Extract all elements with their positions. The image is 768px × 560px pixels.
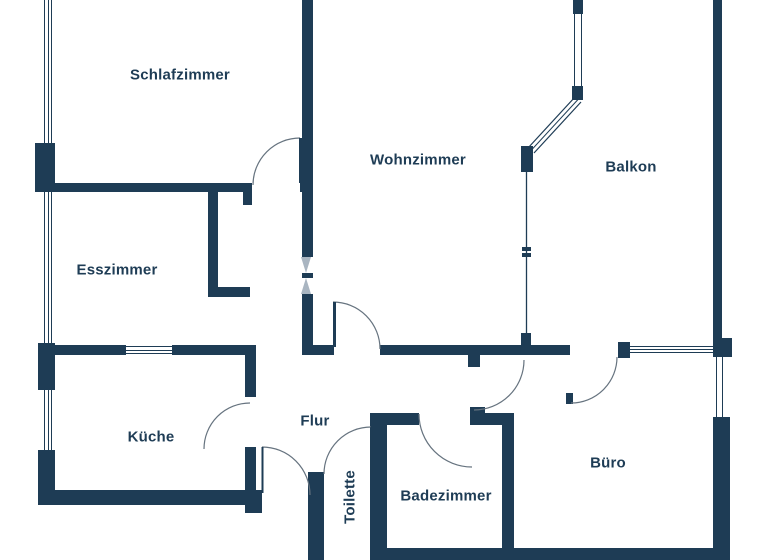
- door-jamb: [470, 407, 485, 425]
- room-label-buero: Büro: [590, 454, 626, 472]
- wall-segment: [302, 294, 313, 350]
- door-arc: [203, 402, 251, 450]
- wall-segment: [208, 287, 250, 297]
- opening-marker: [301, 278, 311, 294]
- rail-tick: [522, 253, 531, 257]
- room-label-schlafzimmer: Schlafzimmer: [130, 66, 230, 84]
- door-arc: [261, 446, 311, 496]
- window: [44, 192, 52, 343]
- wall-segment: [521, 146, 533, 172]
- room-label-toilette: Toilette: [341, 470, 359, 524]
- wall-segment: [713, 338, 732, 357]
- window: [44, 0, 52, 143]
- window: [126, 346, 172, 354]
- window-diagonal: [527, 96, 576, 149]
- wall-segment: [53, 345, 126, 355]
- door-stop: [566, 393, 573, 404]
- room-label-wohnzimmer: Wohnzimmer: [370, 151, 466, 169]
- door-arc: [473, 359, 525, 411]
- wall-segment: [302, 345, 334, 355]
- window: [630, 346, 713, 353]
- door-arc: [418, 413, 473, 468]
- wall-segment: [370, 413, 387, 560]
- wall-segment: [243, 192, 252, 205]
- door-arc: [252, 137, 301, 186]
- door-jamb: [468, 355, 480, 367]
- wall-segment: [38, 343, 55, 390]
- door-jamb: [245, 490, 262, 513]
- wall-segment: [380, 413, 419, 425]
- wall-segment: [502, 413, 514, 560]
- window: [574, 14, 582, 86]
- opening-marker: [301, 257, 311, 273]
- room-label-badezimmer: Badezimmer: [400, 487, 492, 505]
- wall-segment: [245, 447, 256, 505]
- room-label-esszimmer: Esszimmer: [76, 261, 158, 279]
- wall-segment: [38, 183, 252, 192]
- window: [716, 357, 723, 417]
- rail-tick: [521, 333, 531, 346]
- wall-segment: [38, 490, 262, 505]
- window: [44, 390, 52, 450]
- opening-marker: [302, 273, 313, 278]
- wall-segment: [308, 472, 324, 560]
- wall-segment: [713, 0, 722, 338]
- wall-segment: [172, 345, 256, 355]
- door-arc: [323, 426, 372, 475]
- wall-segment: [573, 0, 583, 14]
- door-arc: [570, 356, 618, 404]
- wall-segment: [378, 548, 730, 560]
- room-label-balkon: Balkon: [605, 158, 657, 176]
- rail-tick: [522, 247, 531, 251]
- wall-segment: [35, 143, 55, 192]
- wall-segment: [380, 345, 570, 355]
- room-label-kueche: Küche: [127, 428, 175, 446]
- wall-segment: [208, 190, 218, 297]
- door-jamb: [618, 342, 630, 358]
- door-arc: [332, 301, 381, 350]
- window-diagonal: [533, 101, 582, 154]
- wall-segment: [713, 417, 730, 560]
- window-diagonal: [530, 99, 579, 151]
- wall-segment: [302, 0, 313, 257]
- room-label-flur: Flur: [300, 412, 330, 430]
- wall-segment: [572, 86, 583, 100]
- wall-segment: [245, 345, 256, 397]
